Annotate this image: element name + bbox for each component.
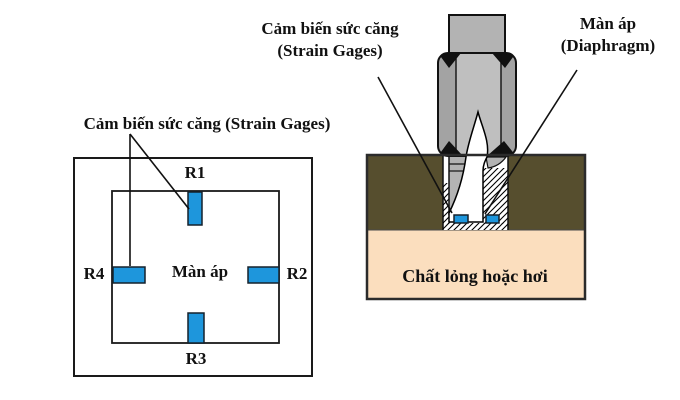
- fluid-region: [368, 230, 584, 298]
- strain-gage-r1: [187, 191, 203, 226]
- right-figure-cross-section: [365, 14, 587, 301]
- diaphragm-callout-line1: Màn áp: [579, 14, 637, 33]
- strain-gage-r3: [187, 312, 205, 344]
- diaphragm-callout: Màn áp (Diaphragm): [561, 13, 655, 57]
- diaphragm-callout-line2: (Diaphragm): [560, 36, 656, 55]
- strain-gages-callout-line1: Cảm biến sức căng: [261, 19, 399, 38]
- strain-gage-r2: [247, 266, 280, 284]
- diaphragm-center-label: Màn áp: [171, 261, 229, 281]
- fluid-label: Chất lỏng hoặc hơi: [402, 266, 548, 287]
- strain-gage-section-right: [485, 214, 500, 224]
- r1-label: R1: [184, 162, 206, 182]
- strain-gage-r4: [112, 266, 146, 284]
- diaphragm-hatch: [443, 223, 508, 230]
- r2-label: R2: [286, 263, 308, 283]
- bolt-shaft: [448, 14, 506, 54]
- bolt-tip-right-fragment: [485, 156, 508, 169]
- left-figure-top-view: [73, 133, 313, 377]
- strain-gages-callout-line2: (Strain Gages): [277, 41, 383, 60]
- r4-label: R4: [83, 263, 105, 283]
- hex-chamfer-shadows: [438, 53, 516, 156]
- leader-line-strain-gages: [377, 76, 453, 214]
- r3-label: R3: [185, 348, 207, 368]
- strain-gages-callout: Cảm biến sức căng (Strain Gages): [261, 18, 398, 62]
- figure-border: [365, 153, 587, 301]
- leader-line-to-r1: [129, 133, 190, 210]
- strain-gage-section-left: [453, 214, 469, 224]
- left-figure-title: Cảm biến sức căng (Strain Gages): [83, 113, 331, 133]
- leader-line-diaphragm: [484, 69, 578, 215]
